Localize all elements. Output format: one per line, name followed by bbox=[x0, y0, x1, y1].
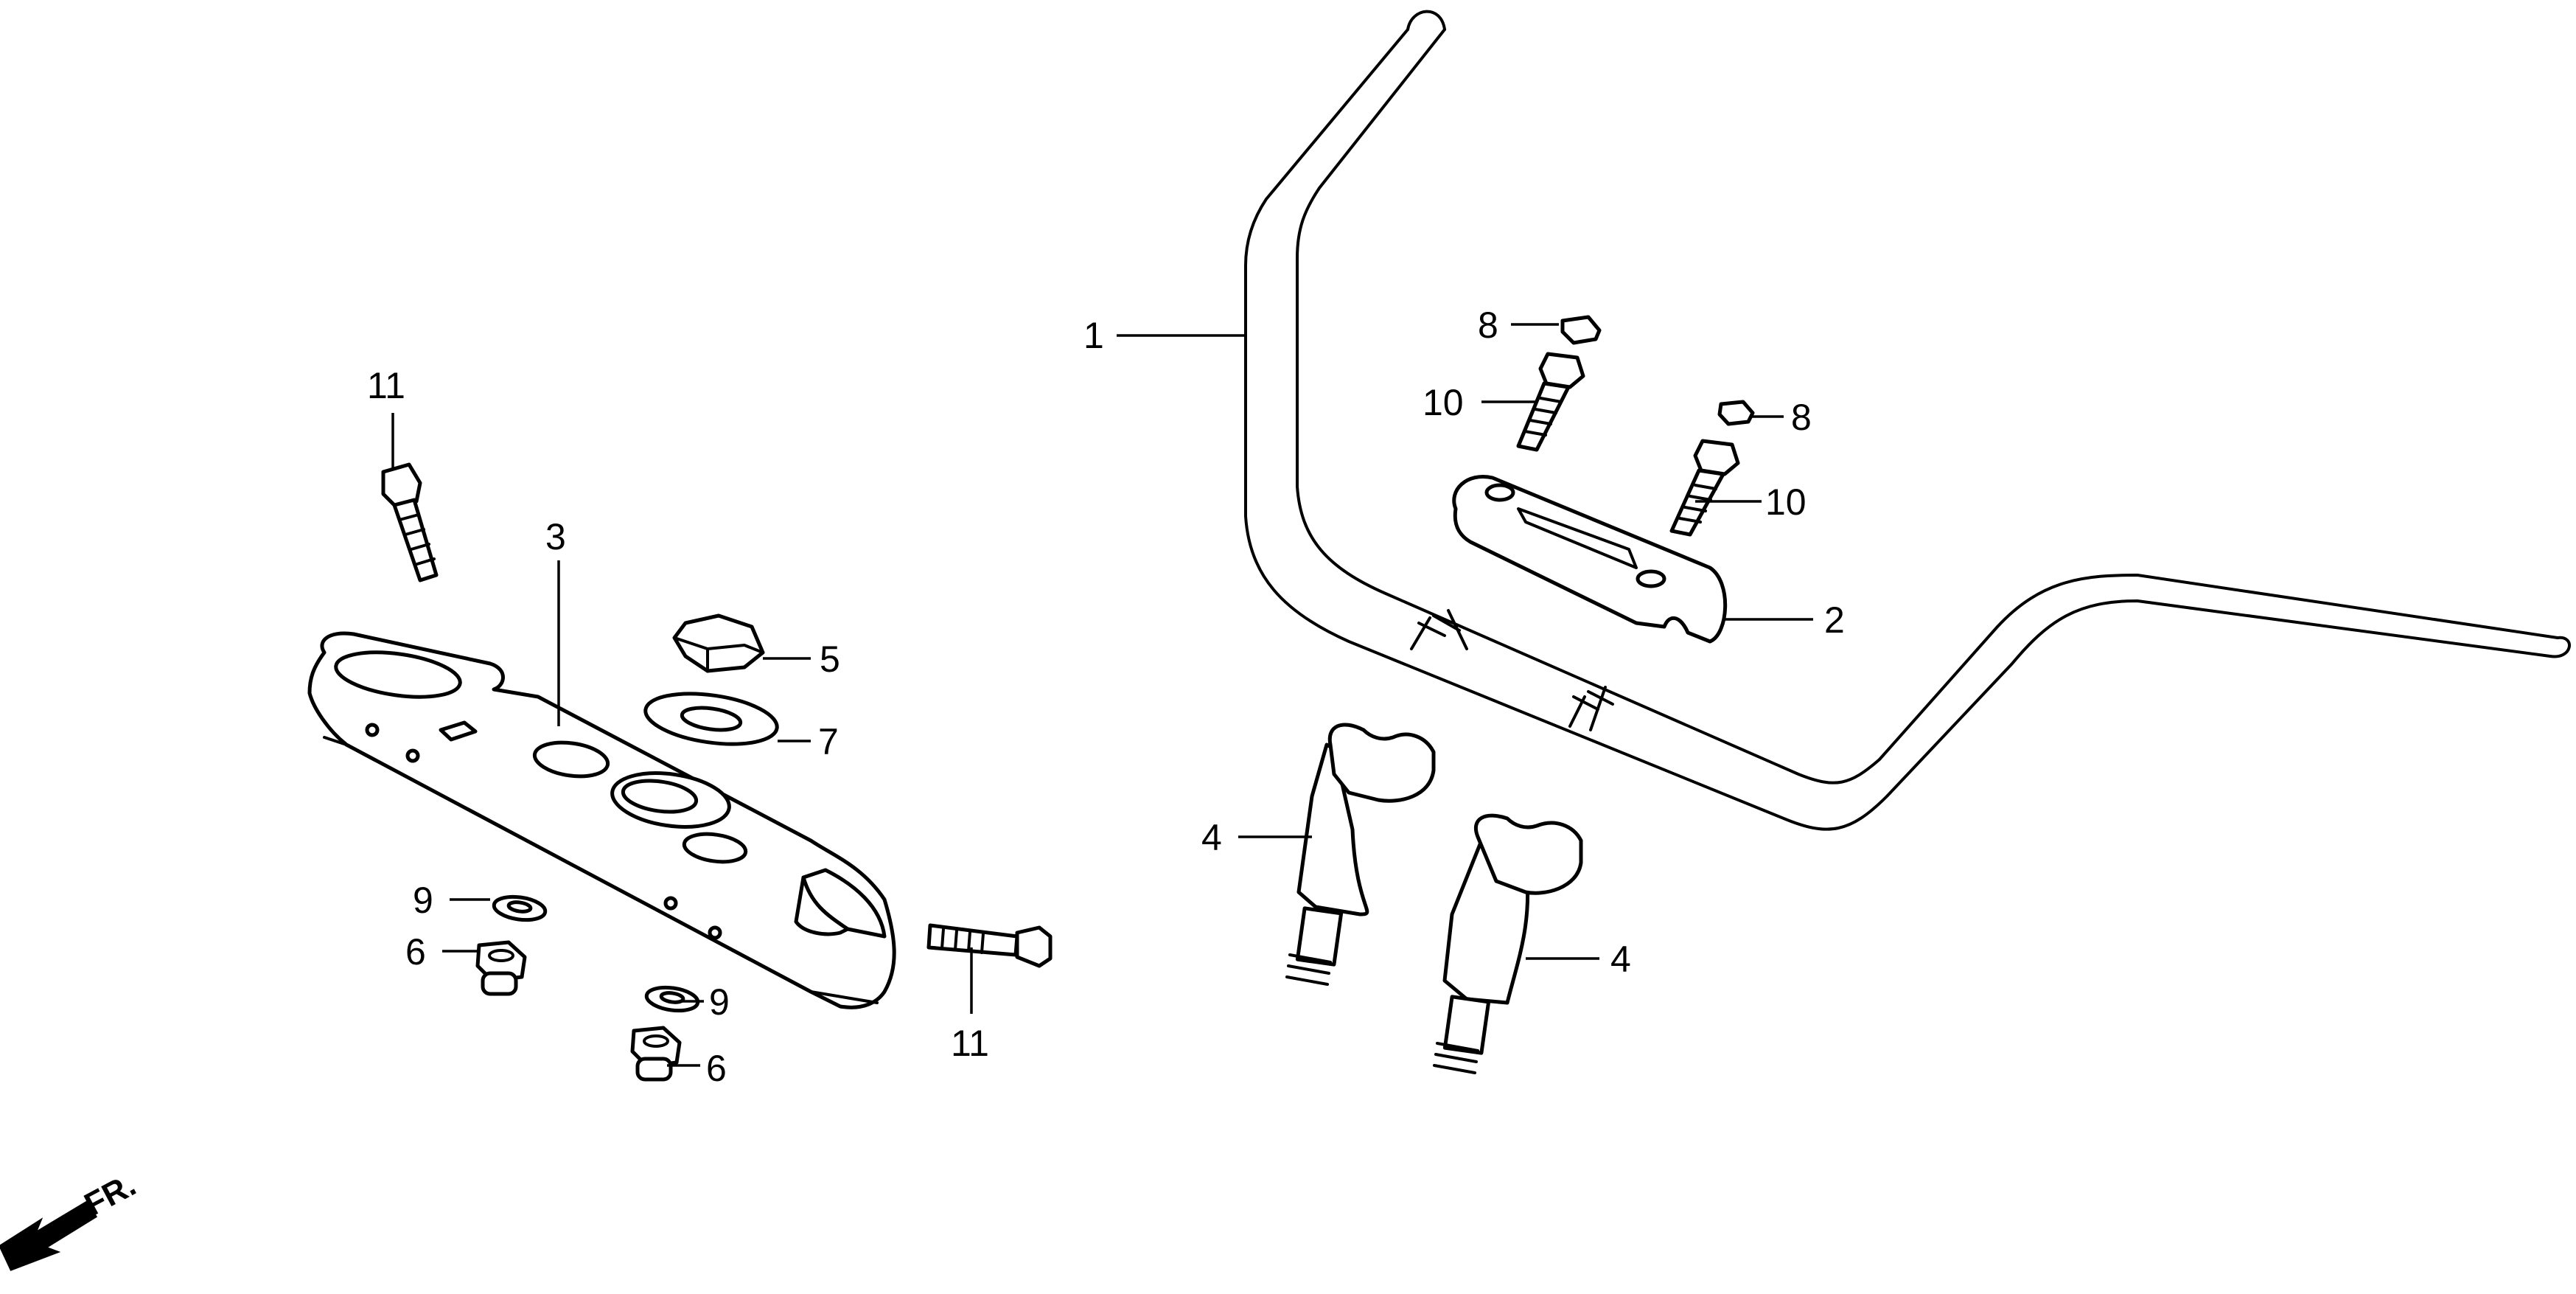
stem-nut bbox=[672, 613, 765, 673]
label-bolt-bottom: 11 bbox=[951, 1023, 989, 1064]
label-washer-left: 9 bbox=[413, 880, 433, 921]
label-nut-center: 6 bbox=[706, 1048, 727, 1089]
label-bolt-top-left: 11 bbox=[367, 365, 405, 406]
bolt-left bbox=[1516, 352, 1585, 452]
part-labels: 1 2 3 4 4 5 6 6 7 8 8 9 9 10 10 11 11 bbox=[367, 305, 1845, 1089]
top-bridge bbox=[307, 631, 896, 1009]
label-lower-holder-right: 4 bbox=[1610, 939, 1631, 980]
label-bolt-left: 10 bbox=[1423, 382, 1464, 423]
bolt-top-left bbox=[381, 462, 439, 582]
washer-left bbox=[492, 894, 548, 922]
lower-holder-right bbox=[1433, 813, 1583, 1074]
label-handlebar: 1 bbox=[1083, 315, 1104, 356]
handlebar bbox=[1244, 10, 2571, 831]
label-upper-holder: 2 bbox=[1824, 599, 1845, 641]
label-top-bridge: 3 bbox=[545, 516, 566, 557]
label-stem-nut: 5 bbox=[820, 639, 840, 680]
upper-holder bbox=[1452, 475, 1728, 644]
label-nut-left: 6 bbox=[405, 931, 426, 973]
label-cap-left: 8 bbox=[1478, 305, 1498, 346]
bolt-bottom bbox=[926, 923, 1053, 968]
nut-left bbox=[475, 940, 527, 996]
label-washer-plate: 7 bbox=[818, 721, 839, 762]
washer-plate bbox=[643, 692, 779, 746]
label-bolt-right: 10 bbox=[1765, 481, 1807, 523]
washer-center bbox=[644, 985, 700, 1013]
label-lower-holder-left: 4 bbox=[1201, 817, 1222, 858]
leader-lines bbox=[391, 323, 1813, 1067]
front-arrow-icon bbox=[0, 1200, 98, 1271]
lower-holder-left bbox=[1285, 723, 1436, 986]
label-cap-right: 8 bbox=[1791, 397, 1812, 438]
label-washer-center: 9 bbox=[709, 981, 730, 1023]
cap-left bbox=[1560, 315, 1602, 345]
cap-right bbox=[1717, 400, 1755, 426]
front-direction-indicator: FR. bbox=[0, 1166, 142, 1271]
nut-center bbox=[630, 1026, 682, 1082]
bolt-right bbox=[1669, 439, 1740, 537]
